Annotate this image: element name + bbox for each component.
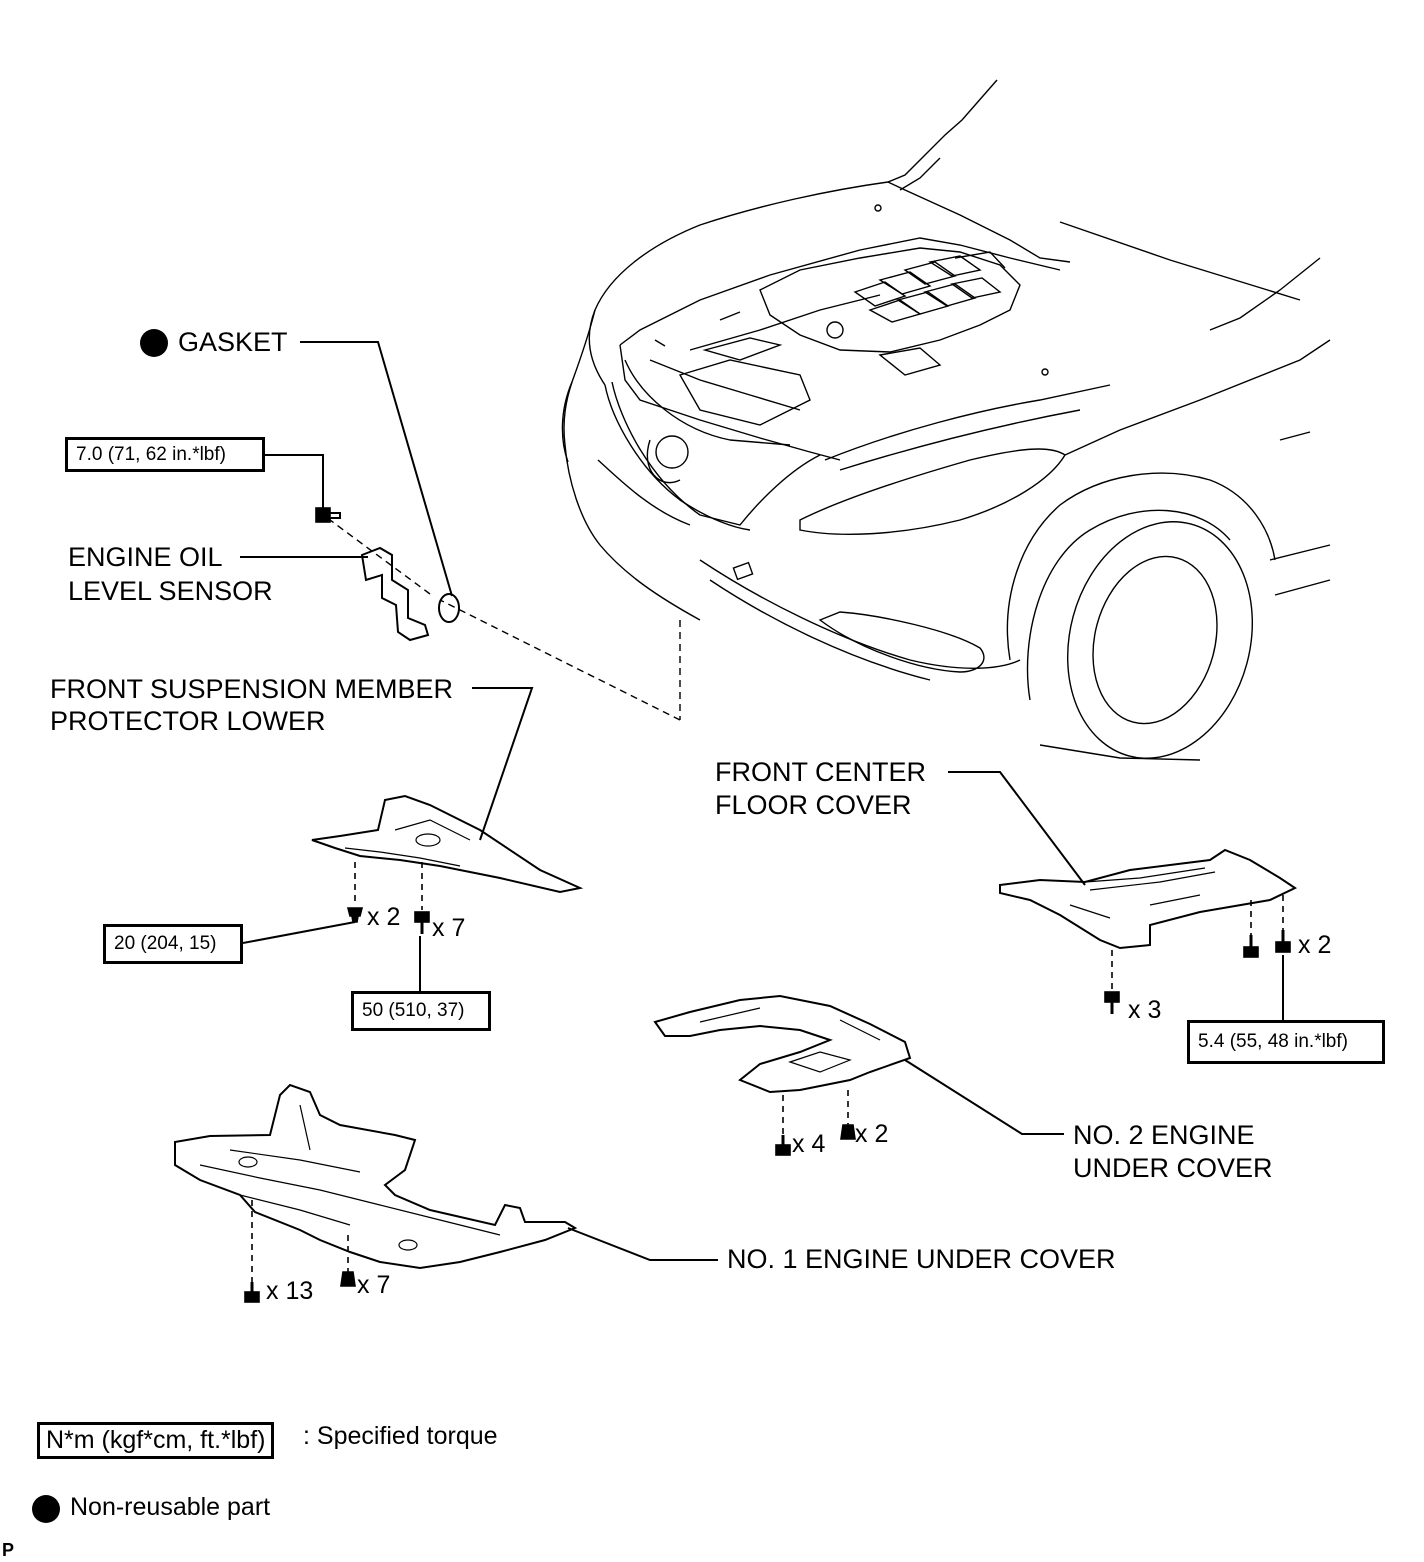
front-center-floor-cover-label-line1: FRONT CENTER [715, 757, 927, 787]
engine-oil-level-sensor-label-line1: ENGINE OIL [68, 542, 223, 572]
torque-leader-a [242, 921, 356, 944]
torque-box-suspension-b: 50 (510, 37) [351, 991, 491, 1031]
protector-part [311, 794, 584, 894]
clip-icon [340, 1271, 356, 1287]
gasket-label: GASKET [178, 327, 288, 357]
bolt-icon [1243, 935, 1259, 958]
no1-engine-under-cover-group [174, 1083, 718, 1303]
bolt-icon [1104, 991, 1120, 1014]
no1-cover-part [174, 1083, 578, 1270]
legend-non-reusable-description: Non-reusable part [70, 1493, 271, 1521]
gasket-leader-line [300, 341, 453, 597]
no1-engine-under-cover-label: NO. 1 ENGINE UNDER COVER [727, 1244, 1116, 1274]
clip-icon [346, 907, 364, 923]
torque-box-oil-sensor: 7.0 (71, 62 in.*lbf) [65, 437, 265, 472]
vehicle-front-illustration [329, 79, 1331, 761]
floor-cover-leader-line [948, 771, 1086, 886]
floor-count-a: x 3 [1128, 996, 1162, 1024]
torque-box-suspension-a: 20 (204, 15) [103, 924, 243, 964]
no1-count-b: x 7 [357, 1271, 391, 1299]
bolt-icon [1275, 930, 1291, 953]
no1-count-a: x 13 [266, 1277, 314, 1305]
front-suspension-member-protector-lower-group [242, 687, 584, 992]
gasket-ring [438, 593, 460, 623]
front-center-floor-cover-group [948, 771, 1298, 1020]
no1-leader-line [567, 1227, 718, 1261]
no2-engine-under-cover-group [653, 994, 1064, 1156]
front-center-floor-cover-label-line2: FLOOR COVER [715, 790, 912, 820]
floor-count-b: x 2 [1298, 931, 1332, 959]
engine-oil-level-sensor-group [240, 341, 460, 642]
no2-engine-under-cover-label-line2: UNDER COVER [1073, 1153, 1273, 1183]
floor-cover-part [999, 848, 1298, 950]
suspension-count-a: x 2 [367, 903, 401, 931]
torque-box-floor-cover: 5.4 (55, 48 in.*lbf) [1187, 1020, 1385, 1064]
corner-mark: P [2, 1540, 15, 1560]
non-reusable-dot-icon [140, 329, 168, 357]
bolt-icon [244, 1282, 260, 1303]
legend-torque-box: N*m (kgf*cm, ft.*lbf) [37, 1422, 275, 1459]
no2-count-b: x 2 [855, 1120, 889, 1148]
torque-leader-oil-sensor [264, 454, 324, 510]
oil-level-sensor-part [360, 546, 430, 642]
legend-non-reusable-dot-icon [32, 1495, 60, 1523]
no2-leader-line [904, 1059, 1064, 1135]
clip-icon [840, 1124, 856, 1140]
no2-engine-under-cover-label-line1: NO. 2 ENGINE [1073, 1120, 1255, 1150]
no2-count-a: x 4 [792, 1130, 826, 1158]
bolt-icon [414, 911, 430, 934]
bolt-icon [775, 1135, 791, 1156]
protector-leader-line [472, 687, 534, 841]
front-suspension-label-line2: PROTECTOR LOWER [50, 706, 326, 736]
front-suspension-label-line1: FRONT SUSPENSION MEMBER [50, 674, 454, 704]
bolt-icon [315, 507, 341, 523]
engine-oil-level-sensor-label-line2: LEVEL SENSOR [68, 576, 273, 606]
legend-torque-description: : Specified torque [303, 1422, 498, 1450]
suspension-count-b: x 7 [432, 914, 466, 942]
no2-cover-part [653, 994, 912, 1094]
